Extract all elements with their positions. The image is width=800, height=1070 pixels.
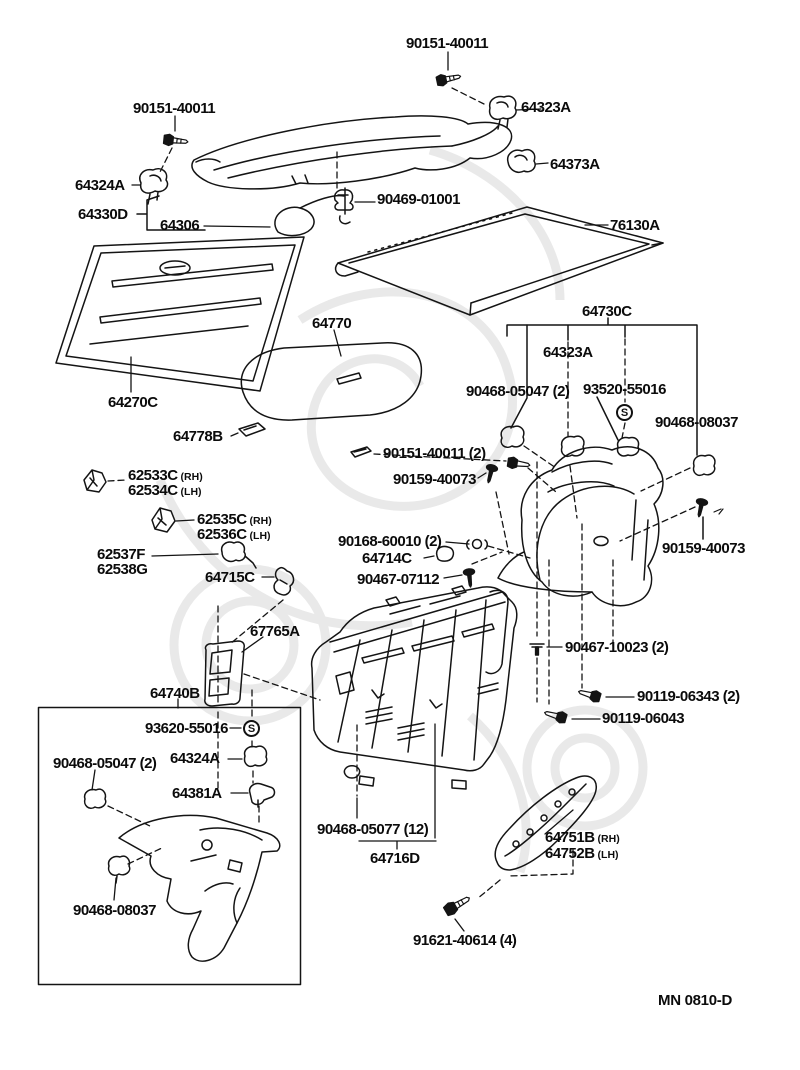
screw-symbol: S — [616, 404, 633, 421]
part-label-64324a-box: 64324A — [170, 750, 220, 767]
part-label-62536c: 62536C(LH) — [197, 526, 271, 543]
hardware-center — [350, 446, 602, 724]
luggage-mat-drawing — [240, 342, 423, 421]
louver-panel-drawing — [55, 236, 305, 392]
part-label-90168-60010: 90168-60010 (2) — [338, 533, 442, 550]
strap-64751b-drawing — [494, 775, 597, 871]
part-label-62533c: 62533C(RH) — [128, 467, 203, 484]
part-label-90468-05047-top: 90468-05047 (2) — [466, 383, 570, 400]
part-label-62534c: 62534C(LH) — [128, 482, 202, 499]
part-label-90159-40073-mid: 90159-40073 — [393, 471, 476, 488]
hardware-top — [139, 74, 536, 211]
package-tray-drawing — [191, 115, 513, 190]
part-label-62537f: 62537F — [97, 546, 145, 563]
part-label-76130a: 76130A — [610, 217, 660, 234]
part-label-90468-05077: 90468-05077 (12) — [317, 821, 429, 838]
part-label-90467-10023: 90467-10023 (2) — [565, 639, 669, 656]
rear-finish-panel-drawing — [310, 585, 518, 790]
part-label-90151-40011-2: 90151-40011 (2) — [383, 445, 486, 462]
part-label-64381a: 64381A — [172, 785, 222, 802]
part-label-64740b: 64740B — [150, 685, 200, 702]
part-label-90151-40011-top: 90151-40011 — [406, 35, 489, 52]
part-label-93520-55016: 93520-55016 — [583, 381, 666, 398]
part-label-93620-55016: 93620-55016 — [145, 720, 228, 737]
part-label-91621-40614: 91621-40614 (4) — [413, 932, 517, 949]
part-label-64730c: 64730C — [582, 303, 632, 320]
part-label-90467-07112: 90467-07112 — [357, 571, 440, 588]
wheelhouse-trim-right-drawing — [497, 446, 664, 607]
part-label-64323a-top: 64323A — [521, 99, 571, 116]
part-label-64714c: 64714C — [362, 550, 412, 567]
part-label-90468-08037-right: 90468-08037 — [655, 414, 738, 431]
part-label-64373a: 64373A — [550, 156, 600, 173]
part-label-90468-08037-box: 90468-08037 — [73, 902, 156, 919]
part-label-64323a-mid: 64323A — [543, 344, 593, 361]
part-label-64778b: 64778B — [173, 428, 223, 445]
part-label-64752b: 64752B(LH) — [545, 845, 619, 862]
part-label-64715c: 64715C — [205, 569, 255, 586]
part-label-90469-01001: 90469-01001 — [377, 191, 460, 208]
bracket-67765a-drawing — [204, 640, 245, 707]
part-label-90468-05047-box: 90468-05047 (2) — [53, 755, 157, 772]
clips-left-column — [83, 469, 295, 596]
inset-box-64740b — [37, 706, 302, 986]
part-label-62535c: 62535C(RH) — [197, 511, 272, 528]
part-label-64306: 64306 — [160, 217, 200, 234]
part-label-90159-40073-right: 90159-40073 — [662, 540, 745, 557]
screw-symbol: S — [243, 720, 260, 737]
part-label-64330d: 64330D — [78, 206, 128, 223]
part-label-90119-06343: 90119-06343 (2) — [637, 688, 740, 705]
clip-64778b — [238, 422, 266, 437]
tonneau-cover-drawing — [334, 206, 664, 316]
part-label-64716d: 64716D — [370, 850, 420, 867]
bolt-91621 — [442, 896, 470, 917]
leader-lines-dashed — [107, 87, 696, 900]
part-label-67765a: 67765A — [250, 623, 300, 640]
part-label-64770: 64770 — [312, 315, 352, 332]
part-label-90151-40011-left: 90151-40011 — [133, 100, 216, 117]
part-label-64751b: 64751B(RH) — [545, 829, 620, 846]
part-label-90119-06043: 90119-06043 — [602, 710, 685, 727]
part-label-64270c: 64270C — [108, 394, 158, 411]
leader-lines-solid — [91, 51, 635, 932]
part-label-64324a-left: 64324A — [75, 177, 125, 194]
drawing-number: MN 0810-D — [658, 992, 732, 1009]
part-label-62538g: 62538G — [97, 561, 148, 578]
